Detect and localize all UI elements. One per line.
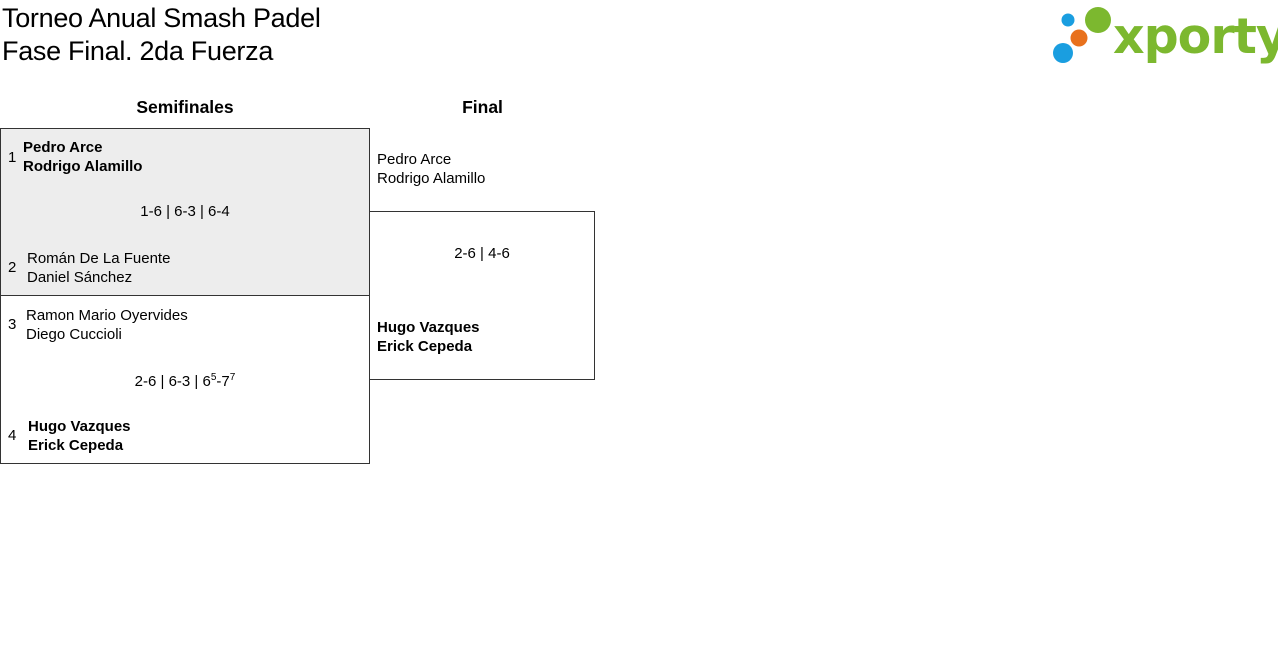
team-3[interactable]: Ramon Mario Oyervides Diego Cuccioli xyxy=(26,306,188,344)
team-2[interactable]: Román De La Fuente Daniel Sánchez xyxy=(27,249,170,287)
player-name: Pedro Arce xyxy=(23,139,103,156)
player-name: Rodrigo Alamillo xyxy=(23,158,143,175)
player-name: Hugo Vazques xyxy=(377,319,480,336)
seed-number: 2 xyxy=(8,259,17,276)
player-name: Pedro Arce xyxy=(377,151,452,168)
page-title: Torneo Anual Smash Padel Fase Final. 2da… xyxy=(2,2,321,68)
match-score: 2-6 | 6-3 | 65-77 xyxy=(1,372,369,391)
xporty-logo-graphic: xporty xyxy=(1053,7,1280,65)
score-sets: 2-6 | 6-3 | 6 xyxy=(134,373,211,390)
player-name: Erick Cepeda xyxy=(28,437,124,454)
team-1[interactable]: Pedro Arce Rodrigo Alamillo xyxy=(23,138,142,176)
final-team-1[interactable]: Pedro Arce Rodrigo Alamillo xyxy=(377,150,485,188)
player-name: Diego Cuccioli xyxy=(26,326,122,343)
round-header-final: Final xyxy=(462,97,503,117)
final-match[interactable]: 2-6 | 4-6 Hugo Vazques Erick Cepeda xyxy=(369,211,595,380)
player-name: Ramon Mario Oyervides xyxy=(26,307,188,324)
semifinal-match-2[interactable]: 3 Ramon Mario Oyervides Diego Cuccioli 2… xyxy=(0,295,370,464)
semifinal-match-1[interactable]: 1 Pedro Arce Rodrigo Alamillo 1-6 | 6-3 … xyxy=(0,128,370,296)
seed-number: 3 xyxy=(8,316,17,333)
player-name: Daniel Sánchez xyxy=(27,269,133,286)
tiebreak-score: 7 xyxy=(229,372,236,383)
round-header-semifinals: Semifinales xyxy=(136,97,234,117)
title-line-2: Fase Final. 2da Fuerza xyxy=(2,36,274,66)
match-score: 1-6 | 6-3 | 6-4 xyxy=(140,203,230,220)
tiebreak-score: 5 xyxy=(210,372,217,383)
player-name: Rodrigo Alamillo xyxy=(377,170,486,187)
player-name: Román De La Fuente xyxy=(27,250,171,267)
score-sets: -7 xyxy=(216,373,230,390)
team-4[interactable]: Hugo Vazques Erick Cepeda xyxy=(28,417,131,455)
title-line-1: Torneo Anual Smash Padel xyxy=(2,3,321,33)
xporty-logo[interactable]: xporty xyxy=(1050,3,1280,67)
final-team-2[interactable]: Hugo Vazques Erick Cepeda xyxy=(377,318,480,356)
logo-text: xporty xyxy=(1113,8,1278,65)
player-name: Erick Cepeda xyxy=(377,338,473,355)
seed-number: 4 xyxy=(8,427,17,444)
player-name: Hugo Vazques xyxy=(28,418,131,435)
seed-number: 1 xyxy=(8,149,17,166)
match-score: 2-6 | 4-6 xyxy=(454,245,510,262)
